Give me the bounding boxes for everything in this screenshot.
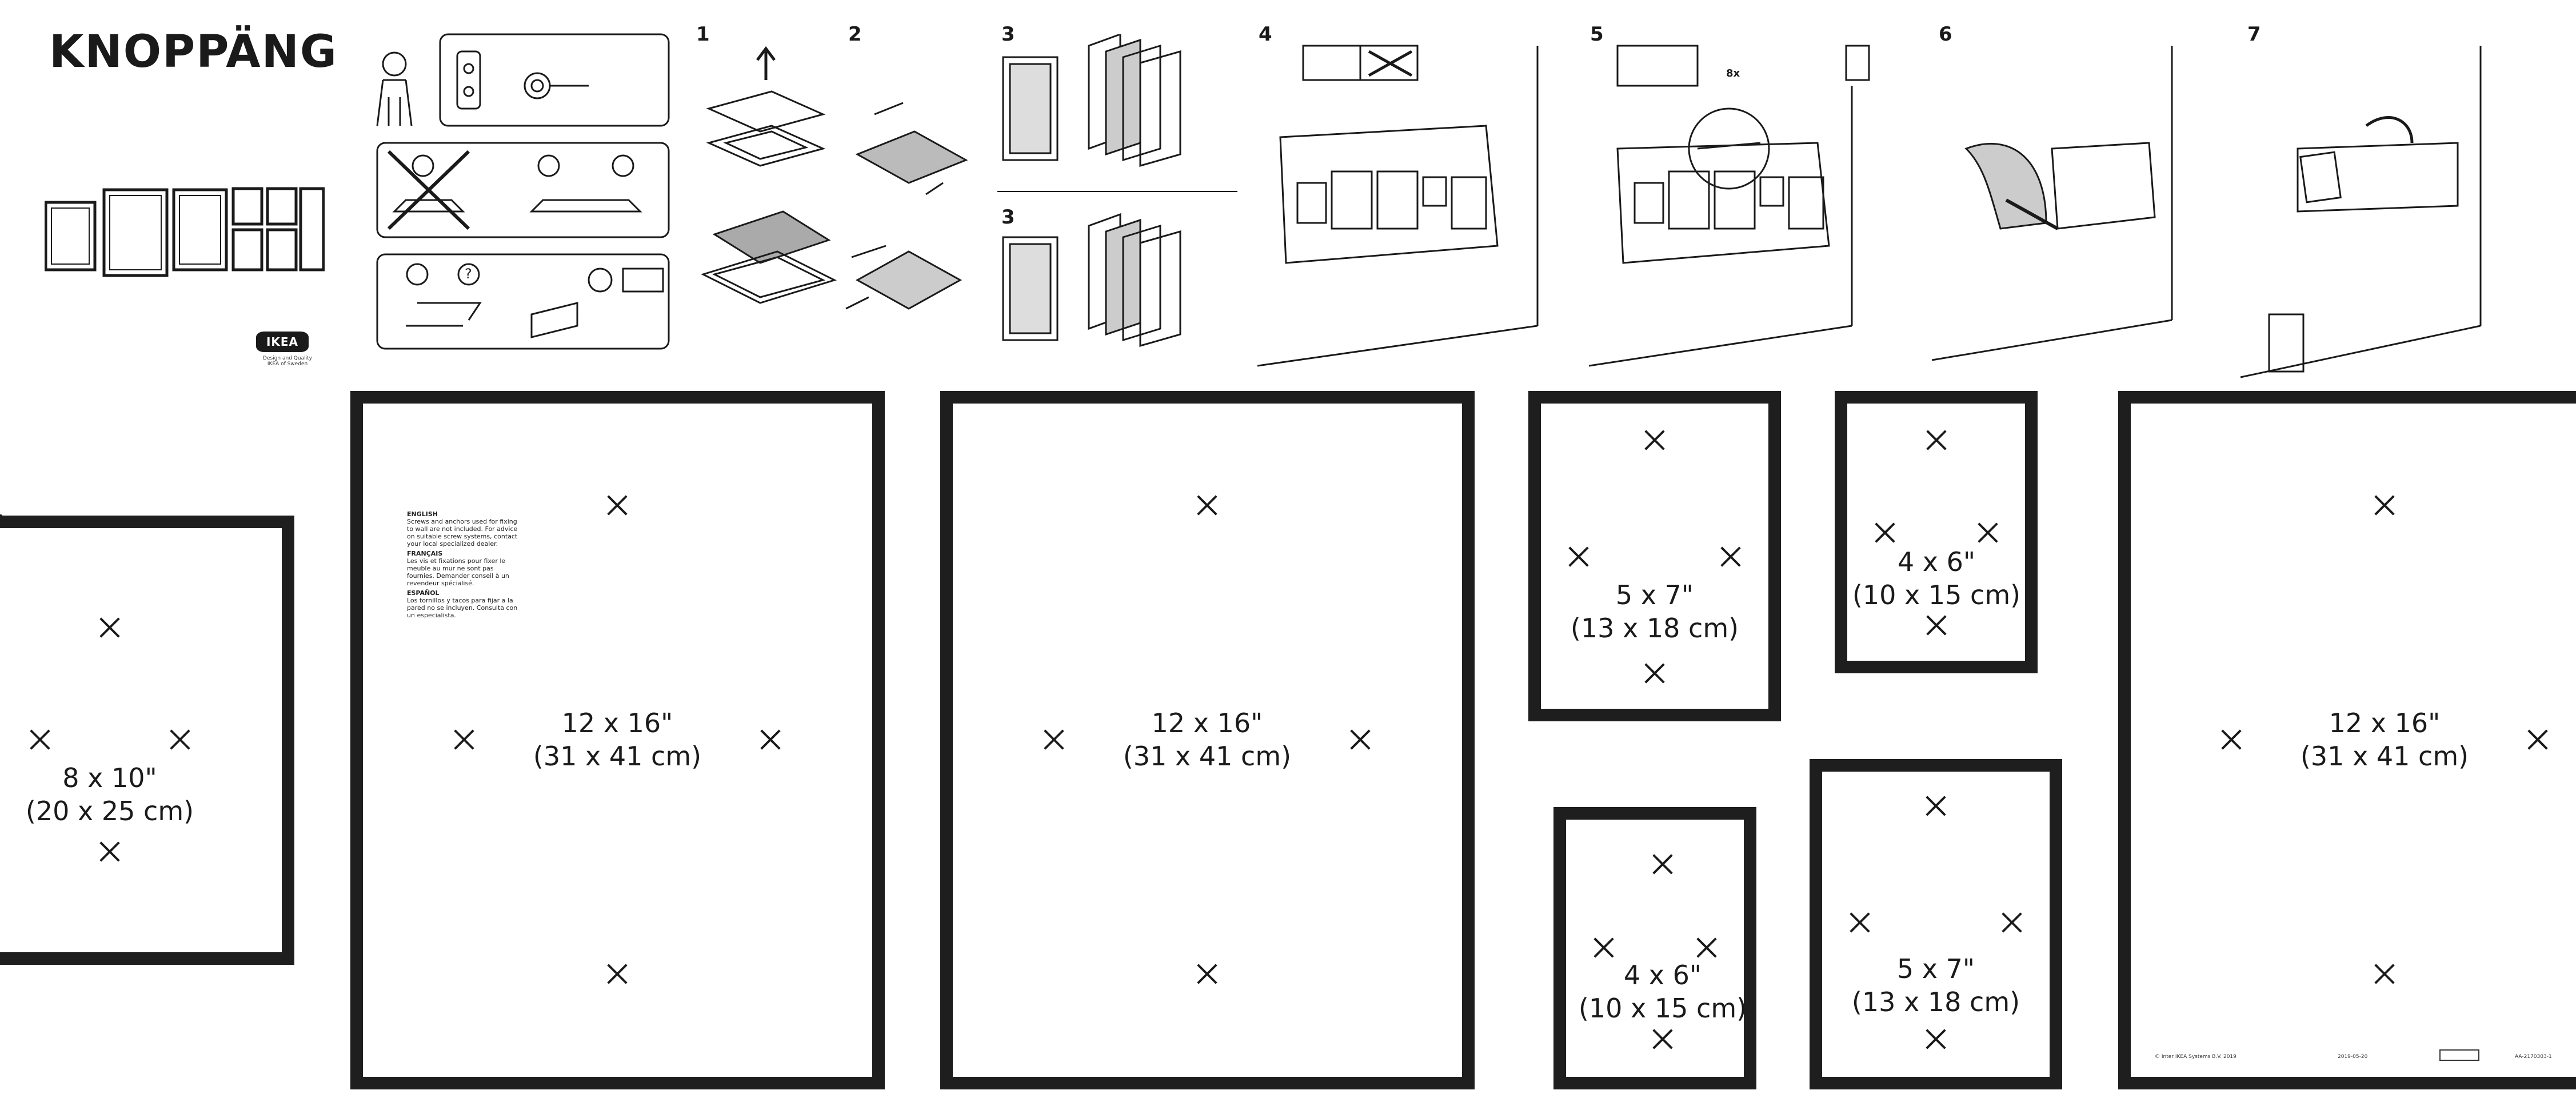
info-panels-illustration: ?	[376, 33, 670, 350]
nail-marker	[1567, 545, 1590, 568]
wall-fixing-note: ENGLISH Screws and anchors used for fixi…	[407, 510, 518, 619]
brand-tagline: Design and Quality	[263, 356, 312, 361]
nail-marker	[759, 728, 782, 751]
frame-size-label: 5 x 7"(13 x 18 cm)	[1851, 953, 2020, 1017]
nail-marker	[2220, 728, 2243, 751]
nail-marker	[98, 616, 121, 639]
product-collage-illustration	[45, 187, 325, 277]
step-3-illustration	[997, 34, 1237, 347]
nail-marker	[1924, 794, 1947, 817]
nail-marker	[169, 728, 191, 751]
nail-marker	[1196, 963, 1219, 985]
step-6-illustration	[1932, 46, 2173, 361]
step-number: 3	[1001, 23, 1015, 46]
nail-marker	[1925, 429, 1948, 452]
frame-size-label: 12 x 16"(31 x 41 cm)	[533, 708, 702, 772]
frame-size-label: 12 x 16"(31 x 41 cm)	[1123, 708, 1292, 772]
step-5-illustration	[1589, 45, 1870, 367]
svg-text:?: ?	[465, 266, 472, 282]
nail-marker	[1719, 545, 1742, 568]
step-number: 6	[1939, 23, 1952, 46]
nail-marker	[1695, 936, 1718, 959]
frame-size-label: 8 x 10"(20 x 25 cm)	[25, 762, 194, 826]
nail-marker	[1874, 521, 1896, 544]
brand-block: IKEA Design and Quality IKEA of Sweden	[256, 332, 319, 367]
nail-marker	[1043, 728, 1065, 751]
step-7-illustration	[2240, 46, 2482, 378]
nail-marker	[606, 494, 629, 517]
nail-marker	[98, 840, 121, 863]
nail-marker	[1925, 614, 1948, 637]
nail-marker	[453, 728, 476, 751]
doc-date-code: 2019-05-20	[2338, 1054, 2368, 1060]
product-title: KNOPPÄNG	[49, 26, 338, 78]
step-number: 4	[1259, 23, 1272, 46]
screw-count: 8x	[1726, 67, 1740, 79]
doc-article-code: AA-2170303-1	[2515, 1054, 2552, 1060]
nail-marker	[2526, 728, 2549, 751]
steps-1-2-illustration	[700, 46, 968, 310]
nail-marker	[1651, 853, 1674, 876]
nail-marker	[1349, 728, 1372, 751]
nail-marker	[2373, 494, 2396, 517]
copyright-text: © Inter IKEA Systems B.V. 2019	[2155, 1054, 2236, 1060]
nail-marker	[2373, 963, 2396, 985]
brand-origin: IKEA of Sweden	[267, 361, 308, 367]
step-number: 1	[696, 23, 710, 46]
nail-marker	[1924, 1028, 1947, 1051]
step-number: 3	[1001, 206, 1015, 229]
ikea-logo: IKEA	[256, 332, 309, 352]
frame-size-label: 4 x 6"(10 x 15 cm)	[1852, 546, 2021, 610]
step-number: 2	[848, 23, 862, 46]
nail-marker	[1196, 494, 1219, 517]
step-number: 5	[1590, 23, 1604, 46]
nail-marker	[1651, 1028, 1674, 1051]
nail-marker	[2000, 911, 2023, 934]
nail-marker	[606, 963, 629, 985]
nail-marker	[1592, 936, 1615, 959]
frame-size-label: 5 x 7"(13 x 18 cm)	[1570, 580, 1739, 644]
barcode-box	[2439, 1049, 2479, 1061]
frame-size-label: 4 x 6"(10 x 15 cm)	[1578, 960, 1747, 1024]
nail-marker	[29, 728, 51, 751]
nail-marker	[1976, 521, 1999, 544]
nail-marker	[1848, 911, 1871, 934]
step-number: 7	[2247, 23, 2261, 46]
step-4-illustration	[1257, 45, 1539, 367]
nail-marker	[1643, 662, 1666, 685]
nail-marker	[1643, 429, 1666, 452]
frame-template-12x16	[2118, 391, 2576, 1089]
frame-size-label: 12 x 16"(31 x 41 cm)	[2300, 708, 2469, 772]
